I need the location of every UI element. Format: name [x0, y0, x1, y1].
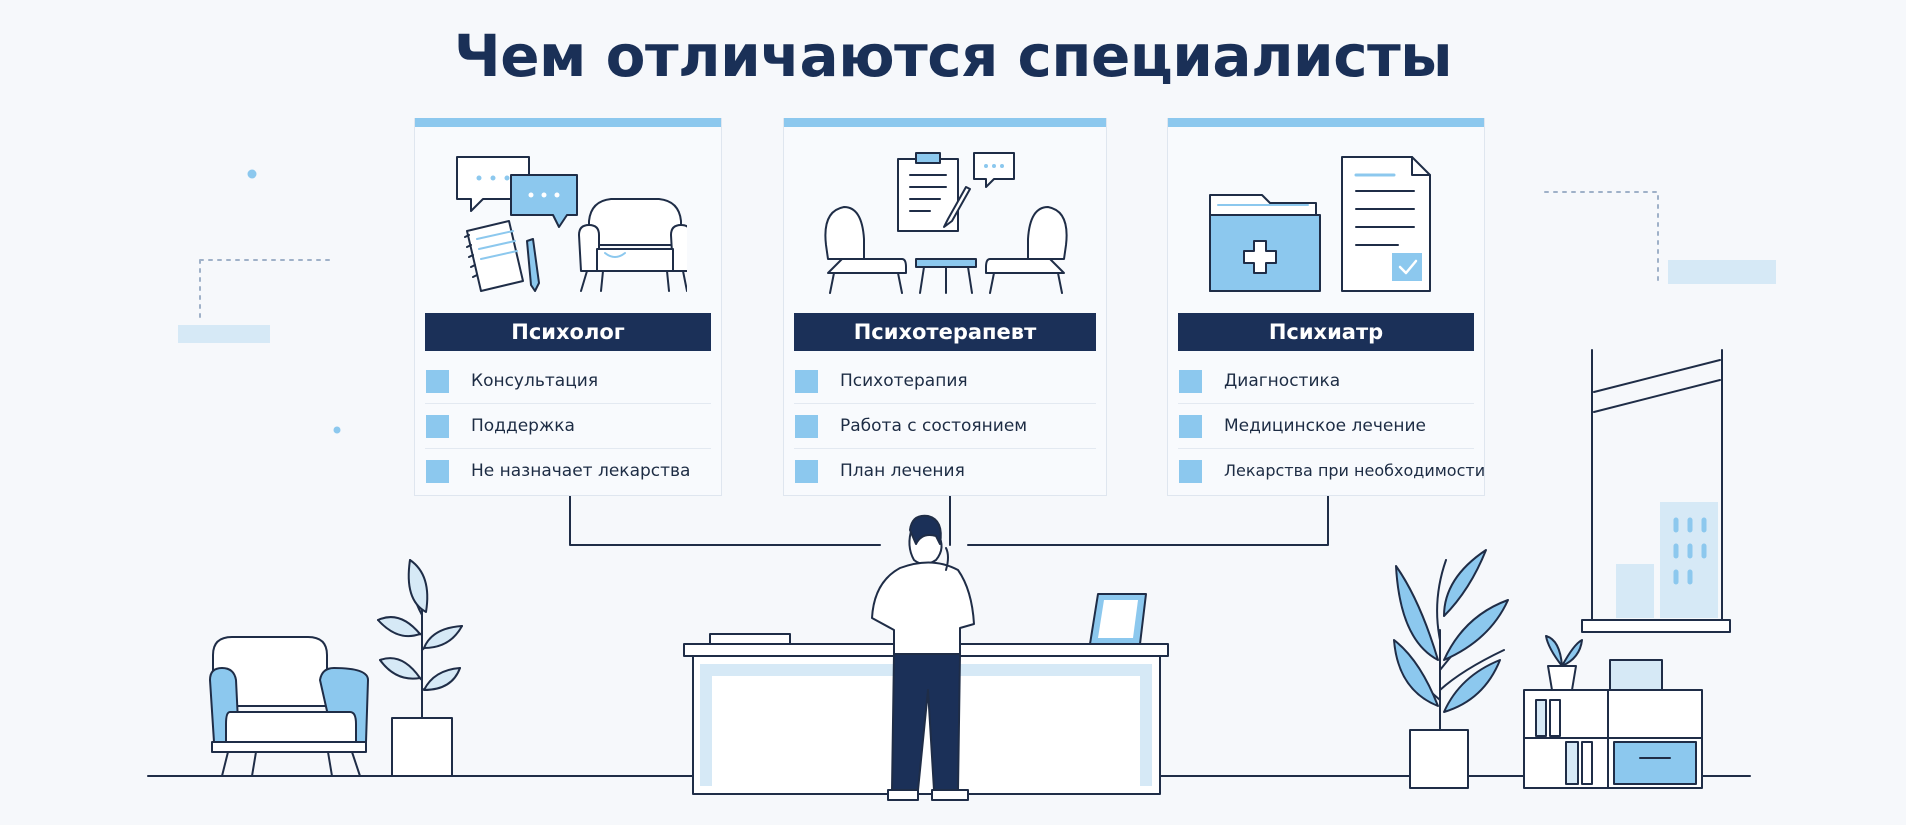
connector-line — [967, 495, 1329, 546]
list-item: Работа с состоянием — [794, 404, 1096, 449]
psychiatrist-icon-group — [1209, 156, 1431, 292]
armchair-icon — [578, 198, 687, 292]
list-item-label: Не назначает лекарства — [471, 461, 691, 481]
reception-desk-illustration — [683, 593, 1169, 795]
window-illustration — [1581, 349, 1731, 633]
card-feature-list: Психотерапия Работа с состоянием План ле… — [794, 359, 1096, 493]
bullet-square-icon — [1179, 415, 1202, 438]
card-psychotherapist: Психотерапевт Психотерапия Работа с сост… — [783, 118, 1107, 496]
bullet-square-icon — [795, 370, 818, 393]
notebook-icon — [464, 220, 524, 292]
list-item-label: Медицинское лечение — [1224, 416, 1426, 436]
decor-block — [178, 325, 270, 343]
speech-bubbles-icon — [456, 156, 578, 228]
medical-folder-icon — [1209, 194, 1321, 292]
list-item-label: Психотерапия — [840, 371, 968, 391]
potted-plant-illustration — [377, 559, 463, 777]
list-item: Консультация — [425, 359, 711, 404]
list-item-label: Диагностика — [1224, 371, 1341, 391]
list-item-label: Работа с состоянием — [840, 416, 1028, 436]
card-title: Психолог — [425, 313, 711, 351]
bullet-square-icon — [426, 460, 449, 483]
card-psychologist: Психолог Консультация Поддержка Не назна… — [414, 118, 722, 496]
card-title: Психиатр — [1178, 313, 1474, 351]
psychologist-icon-group — [456, 156, 687, 292]
document-check-icon — [1341, 156, 1431, 292]
bullet-square-icon — [426, 415, 449, 438]
list-item: Психотерапия — [794, 359, 1096, 404]
pen-icon — [526, 238, 540, 292]
card-accent-bar — [1168, 118, 1484, 127]
decor-dot — [247, 169, 257, 179]
bullet-square-icon — [795, 460, 818, 483]
speech-bubble-icon — [973, 152, 1015, 188]
card-accent-bar — [415, 118, 721, 127]
bookshelf-illustration — [1523, 635, 1703, 789]
card-feature-list: Консультация Поддержка Не назначает лека… — [425, 359, 711, 493]
clipboard-icon — [897, 152, 971, 232]
armchair-illustration — [209, 636, 369, 777]
bullet-square-icon — [1179, 460, 1202, 483]
list-item-label: План лечения — [840, 461, 965, 481]
card-psychiatrist: Психиатр Диагностика Медицинское лечение… — [1167, 118, 1485, 496]
card-accent-bar — [784, 118, 1106, 127]
psychotherapist-icon-group — [824, 152, 1068, 294]
bullet-square-icon — [426, 370, 449, 393]
list-item: Медицинское лечение — [1178, 404, 1474, 449]
armchairs-icon — [824, 206, 1068, 294]
person-illustration — [871, 514, 975, 801]
bullet-square-icon — [1179, 370, 1202, 393]
list-item-label: Поддержка — [471, 416, 575, 436]
page-title: Чем отличаются специалисты — [453, 22, 1453, 90]
list-item: Поддержка — [425, 404, 711, 449]
connector-line — [569, 495, 881, 546]
decor-block — [1668, 260, 1776, 284]
decor-dot — [333, 426, 341, 434]
card-feature-list: Диагностика Медицинское лечение Лекарств… — [1178, 359, 1485, 493]
coffee-table-icon — [915, 258, 977, 294]
decor-dashed-guide — [199, 259, 331, 321]
list-item: Диагностика — [1178, 359, 1474, 404]
list-item: Лекарства при необходимости — [1178, 449, 1485, 493]
decor-dashed-guide — [1544, 191, 1659, 281]
potted-plant-illustration — [1393, 549, 1509, 789]
list-item: Не назначает лекарства — [425, 449, 711, 493]
card-title: Психотерапевт — [794, 313, 1096, 351]
list-item-label: Лекарства при необходимости — [1224, 461, 1486, 480]
list-item-label: Консультация — [471, 371, 599, 391]
list-item: План лечения — [794, 449, 1096, 493]
bullet-square-icon — [795, 415, 818, 438]
